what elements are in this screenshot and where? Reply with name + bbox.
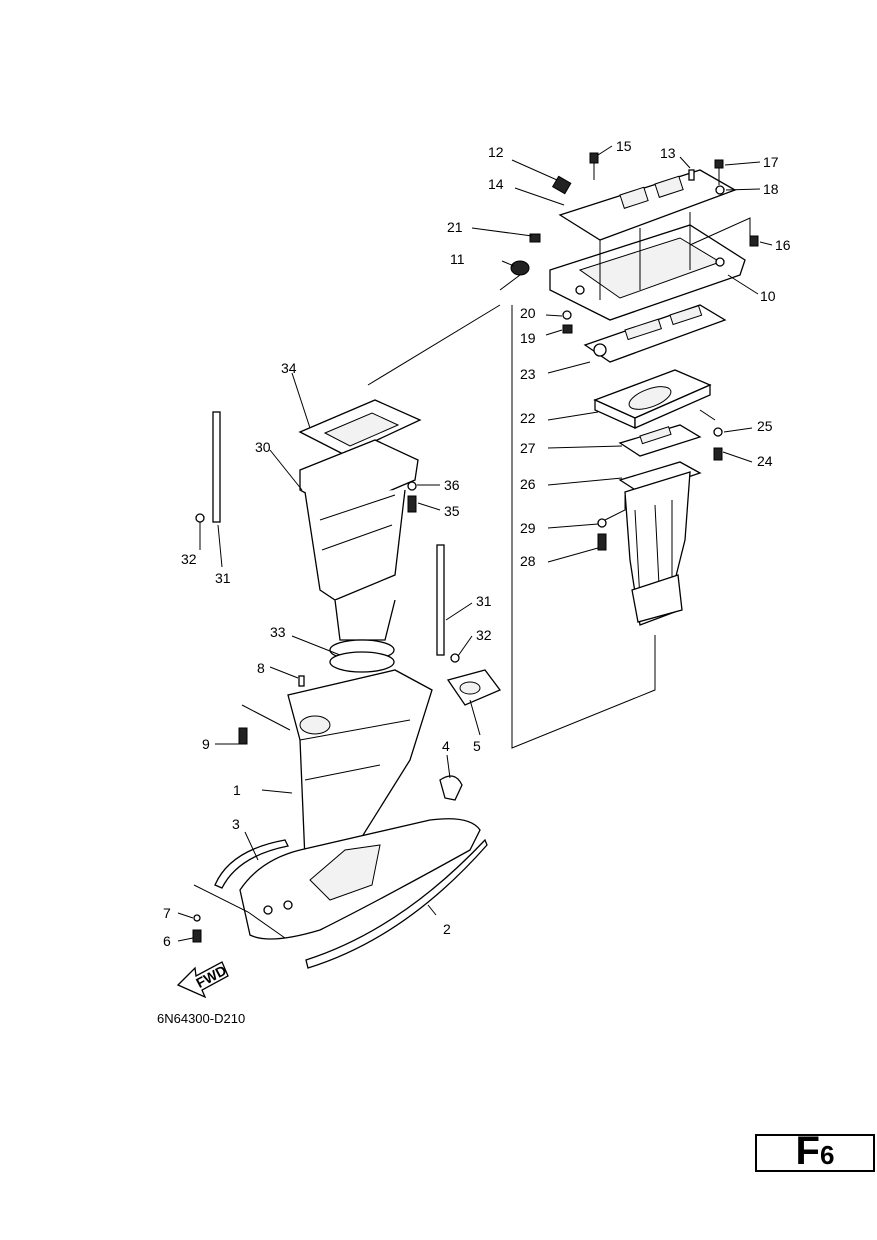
rubber-seal-3 bbox=[214, 839, 289, 889]
page-badge-number: 6 bbox=[819, 1140, 835, 1170]
callout-21: 21 bbox=[447, 219, 463, 235]
water-tube-31-left bbox=[195, 411, 221, 523]
callout-27: 27 bbox=[520, 440, 536, 456]
callout-10: 10 bbox=[760, 288, 776, 304]
callout-32-right: 32 bbox=[476, 627, 492, 643]
callout-35: 35 bbox=[444, 503, 460, 519]
rubber-seal-5 bbox=[446, 669, 502, 706]
page-badge: F 6 bbox=[755, 1129, 875, 1173]
callout-12: 12 bbox=[488, 144, 504, 160]
callout-23: 23 bbox=[520, 366, 536, 382]
callout-22: 22 bbox=[520, 410, 536, 426]
oil-pan-30 bbox=[299, 439, 419, 601]
callout-4: 4 bbox=[442, 738, 450, 754]
reference-lines bbox=[193, 217, 751, 939]
callout-13: 13 bbox=[660, 145, 676, 161]
fasteners bbox=[192, 152, 759, 943]
upper-gasket-23 bbox=[583, 304, 727, 363]
water-tube-31-right bbox=[436, 544, 460, 663]
exhaust-guide-22 bbox=[593, 369, 712, 430]
callout-11: 11 bbox=[450, 251, 465, 267]
callout-28: 28 bbox=[520, 553, 536, 569]
callout-31-left: 31 bbox=[215, 570, 231, 586]
callout-7: 7 bbox=[163, 905, 171, 921]
gasket-34 bbox=[298, 399, 422, 456]
callout-29: 29 bbox=[520, 520, 536, 536]
callout-26: 26 bbox=[520, 476, 536, 492]
callout-6: 6 bbox=[163, 933, 171, 949]
callout-30: 30 bbox=[255, 439, 271, 455]
exhaust-manifold-plate bbox=[549, 169, 746, 321]
callout-32-left: 32 bbox=[181, 551, 197, 567]
callout-16: 16 bbox=[775, 237, 791, 253]
callout-36: 36 bbox=[444, 477, 460, 493]
callout-20: 20 bbox=[520, 305, 536, 321]
plug-4 bbox=[439, 775, 463, 801]
fwd-label: FWD bbox=[193, 962, 229, 991]
callout-31-right: 31 bbox=[476, 593, 492, 609]
callout-14: 14 bbox=[488, 176, 504, 192]
muffler-33 bbox=[329, 599, 396, 673]
exhaust-pipe-26 bbox=[618, 461, 702, 626]
rubber-seal-2 bbox=[305, 838, 488, 969]
callout-3: 3 bbox=[232, 816, 240, 832]
gasket-27 bbox=[618, 424, 702, 457]
upper-casing-1 bbox=[239, 669, 481, 940]
callout-33: 33 bbox=[270, 624, 286, 640]
callout-1: 1 bbox=[233, 782, 241, 798]
diagram-code: 6N64300-D210 bbox=[157, 1011, 245, 1026]
callout-19: 19 bbox=[520, 330, 536, 346]
callout-18: 18 bbox=[763, 181, 779, 197]
callout-2: 2 bbox=[443, 921, 451, 937]
callout-17: 17 bbox=[763, 154, 779, 170]
callout-25: 25 bbox=[757, 418, 773, 434]
callout-labels: 1 2 3 4 5 6 7 8 9 10 11 12 13 14 15 16 1… bbox=[163, 138, 791, 949]
fwd-arrow: FWD bbox=[176, 961, 229, 999]
callout-leaders bbox=[177, 145, 773, 942]
callout-15: 15 bbox=[616, 138, 632, 154]
callout-5: 5 bbox=[473, 738, 481, 754]
callout-34: 34 bbox=[281, 360, 297, 376]
callout-9: 9 bbox=[202, 736, 210, 752]
callout-8: 8 bbox=[257, 660, 265, 676]
callout-24: 24 bbox=[757, 453, 773, 469]
page-badge-letter: F bbox=[795, 1129, 820, 1173]
